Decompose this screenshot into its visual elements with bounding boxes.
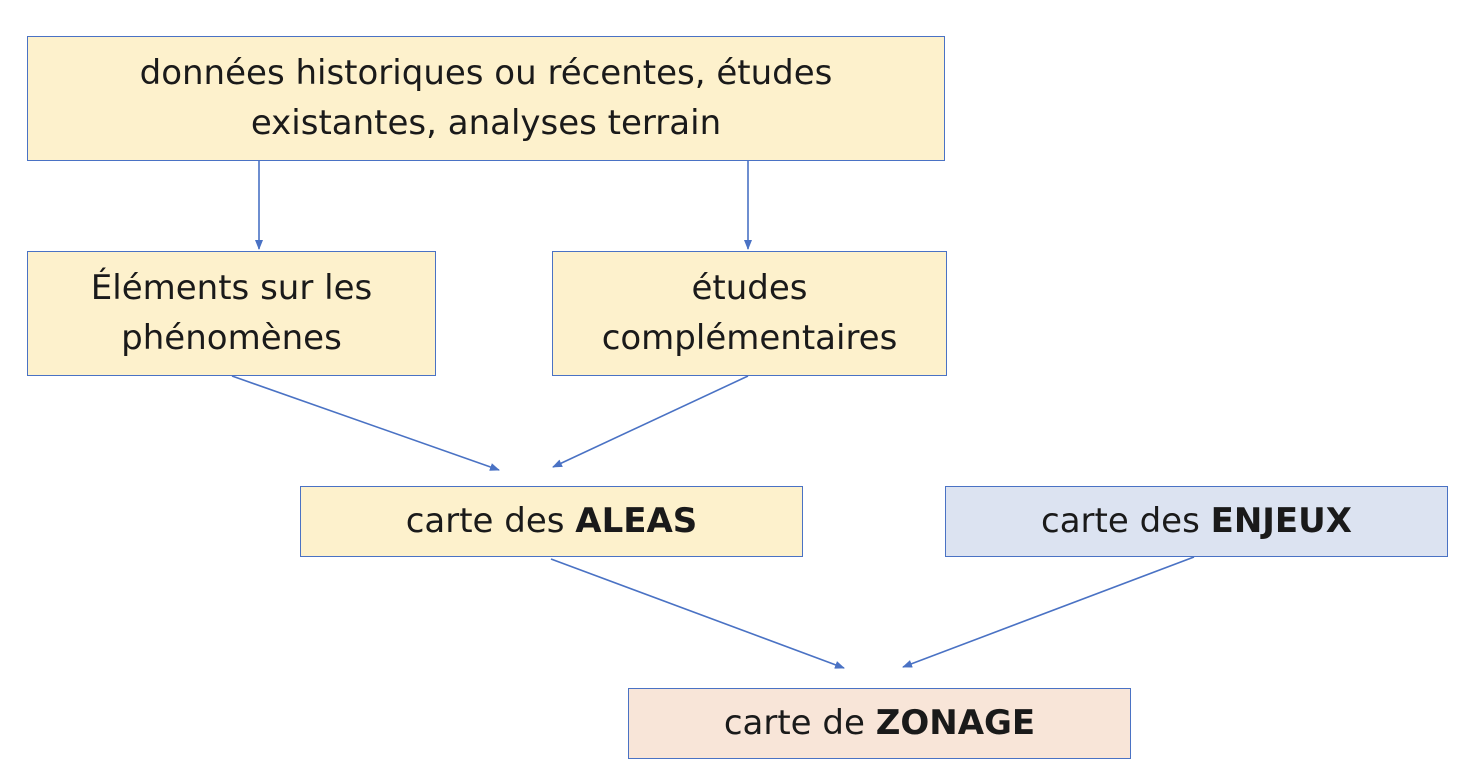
- node-zonage-prefix: carte de: [723, 702, 876, 743]
- arrow-aleas-to-zonage: [550, 558, 845, 669]
- node-etudes-line-2: complémentaires: [601, 317, 898, 358]
- node-elements-line-2: phénomènes: [121, 317, 342, 358]
- node-aleas-emphasis: ALEAS: [575, 500, 698, 541]
- arrow-elements-to-aleas: [231, 375, 500, 471]
- node-zonage-label: carte de ZONAGE: [724, 699, 1035, 748]
- node-elements-line-1: Éléments sur les: [90, 268, 373, 309]
- node-enjeux-box: carte des ENJEUX: [945, 486, 1448, 557]
- node-zonage-emphasis: ZONAGE: [875, 702, 1036, 743]
- node-sources-line-2: existantes, analyses terrain: [250, 102, 722, 143]
- node-enjeux-emphasis: ENJEUX: [1210, 500, 1352, 541]
- arrow-etudes-to-aleas: [552, 375, 749, 468]
- node-zonage-box: carte de ZONAGE: [628, 688, 1131, 759]
- node-enjeux-label: carte des ENJEUX: [1041, 497, 1352, 546]
- node-etudes-box: études complémentaires: [552, 251, 947, 376]
- node-elements-label: Éléments sur les phénomènes: [91, 264, 372, 363]
- node-sources-box: données historiques ou récentes, études …: [27, 36, 945, 161]
- node-aleas-box: carte des ALEAS: [300, 486, 803, 557]
- node-enjeux-prefix: carte des: [1041, 500, 1211, 541]
- node-sources-label: données historiques ou récentes, études …: [140, 49, 833, 148]
- node-elements-box: Éléments sur les phénomènes: [27, 251, 436, 376]
- node-aleas-prefix: carte des: [405, 500, 576, 541]
- arrow-enjeux-to-zonage: [902, 556, 1195, 668]
- node-sources-line-1: données historiques ou récentes, études: [139, 53, 833, 94]
- node-etudes-line-1: études: [691, 268, 808, 309]
- node-etudes-label: études complémentaires: [602, 264, 898, 363]
- node-aleas-label: carte des ALEAS: [406, 497, 698, 546]
